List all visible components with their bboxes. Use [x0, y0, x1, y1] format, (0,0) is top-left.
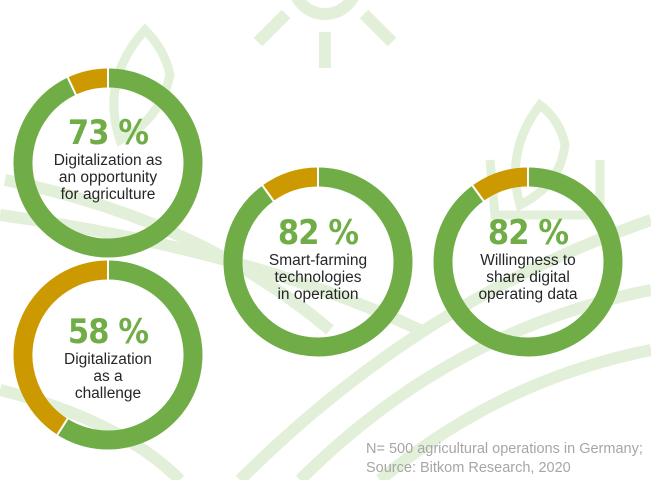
slice-separator [66, 76, 78, 97]
donut-slice-other [472, 167, 529, 202]
percent-label: 82 % [487, 213, 569, 253]
slice-separator [55, 417, 69, 437]
donut-slice-positive [13, 68, 203, 258]
donut-slice-other [13, 260, 109, 435]
sun-icon [253, 0, 397, 68]
donut-slice-positive [57, 260, 203, 450]
donut-slice-other [262, 167, 319, 202]
donut-slice-positive [433, 167, 623, 357]
percent-label: 73 % [67, 113, 149, 153]
slice-separator [471, 184, 486, 203]
donut-slice-other [67, 68, 109, 95]
slice-separator [261, 184, 276, 203]
percent-label: 58 % [67, 312, 149, 352]
donut-slice-positive [223, 167, 413, 357]
percent-label: 82 % [277, 213, 359, 253]
source-note: N= 500 agricultural operations in German… [366, 441, 643, 476]
